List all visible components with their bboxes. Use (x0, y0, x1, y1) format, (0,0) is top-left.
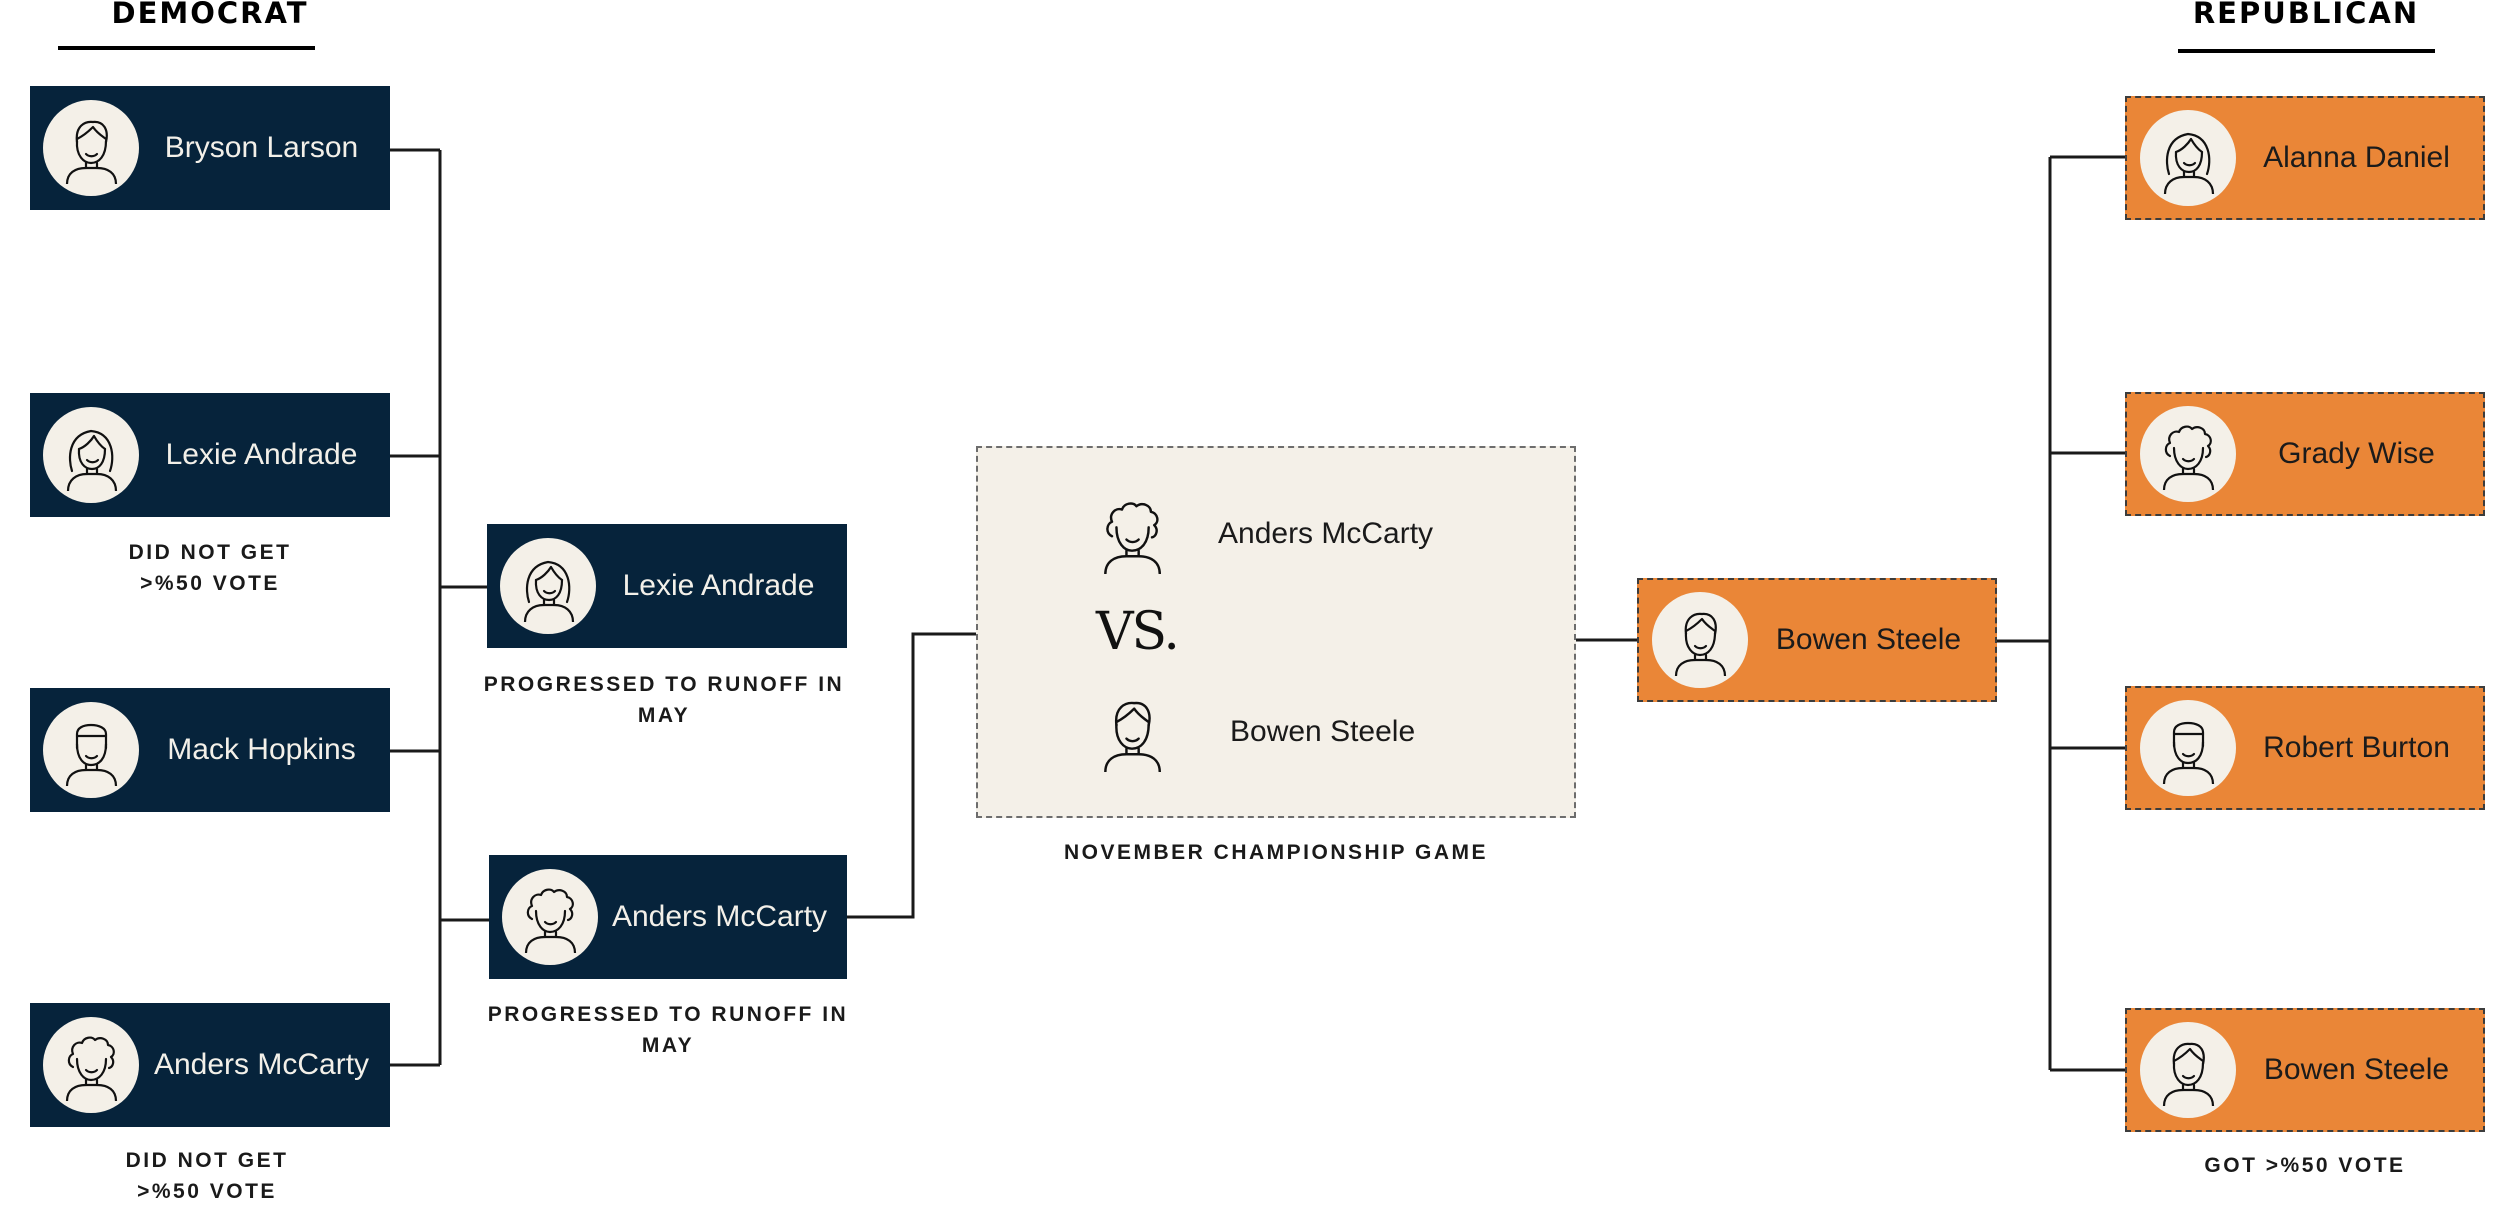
short-hair-man-icon (1652, 592, 1748, 688)
republican-title-underline (2178, 49, 2435, 53)
contender-name: Anders McCarty (1218, 517, 1434, 550)
candidate-name: Lexie Andrade (165, 438, 358, 471)
republican-candidate-card[interactable]: Grady Wise (2125, 392, 2485, 516)
championship-caption: NOVEMBER CHAMPIONSHIP GAME (1064, 841, 1488, 864)
democrat-candidate-card[interactable]: Anders McCarty (30, 1003, 390, 1127)
flat-hair-man-icon (2140, 700, 2236, 796)
flat-hair-man-icon (43, 702, 139, 798)
short-hair-man-icon (2140, 1022, 2236, 1118)
runoff-candidate-card[interactable]: Anders McCarty (489, 855, 847, 979)
candidate-name: Lexie Andrade (622, 569, 815, 602)
runoff-note: PROGRESSED TO RUNOFF IN MAY (483, 673, 845, 727)
runoff-candidate-card[interactable]: Lexie Andrade (487, 524, 847, 648)
candidate-name: Bowen Steele (2263, 1053, 2450, 1086)
championship-bottom-contender: Bowen Steele (1092, 692, 1415, 772)
curly-hair-person-icon (2140, 406, 2236, 502)
vote-note: DID NOT GET >%50 VOTE (128, 541, 292, 595)
candidate-name: Robert Burton (2263, 731, 2450, 764)
contender-name: Bowen Steele (1230, 715, 1416, 748)
republican-candidate-card[interactable]: Alanna Daniel (2125, 96, 2485, 220)
republican-candidate-card[interactable]: Robert Burton (2125, 686, 2485, 810)
versus-label: VS. (1096, 602, 1180, 662)
curly-hair-person-icon (1092, 494, 1172, 574)
democrat-candidate-card[interactable]: Lexie Andrade (30, 393, 390, 517)
short-hair-man-icon (1092, 692, 1172, 772)
championship-top-contender: Anders McCarty (1092, 494, 1433, 574)
republican-candidate-card[interactable]: Bowen Steele (2125, 1008, 2485, 1132)
long-hair-woman-icon (43, 407, 139, 503)
curly-hair-person-icon (502, 869, 598, 965)
curly-hair-person-icon (43, 1017, 139, 1113)
candidate-name: Bryson Larson (164, 131, 359, 164)
candidate-name: Mack Hopkins (167, 733, 356, 766)
republican-winner-card[interactable]: Bowen Steele (1637, 578, 1997, 702)
candidate-name: Grady Wise (2278, 437, 2435, 470)
republican-title: REPUBLICAN (2192, 0, 2420, 30)
short-hair-man-icon (43, 100, 139, 196)
democrat-candidate-card[interactable]: Mack Hopkins (30, 688, 390, 812)
runoff-note: PROGRESSED TO RUNOFF IN MAY (487, 1003, 849, 1057)
democrat-candidate-card[interactable]: Bryson Larson (30, 86, 390, 210)
vote-note: DID NOT GET >%50 VOTE (125, 1149, 289, 1203)
vote-note: GOT >%50 VOTE (2204, 1154, 2406, 1177)
candidate-name: Bowen Steele (1775, 623, 1962, 656)
candidate-name: Anders McCarty (153, 1048, 370, 1081)
candidate-name: Anders McCarty (611, 900, 828, 933)
long-hair-woman-icon (2140, 110, 2236, 206)
democrat-title-underline (58, 46, 315, 50)
candidate-name: Alanna Daniel (2263, 141, 2450, 174)
championship-matchup-box: Anders McCarty VS. Bowen Steele (976, 446, 1576, 818)
democrat-title: DEMOCRAT (111, 0, 309, 30)
long-hair-woman-icon (500, 538, 596, 634)
